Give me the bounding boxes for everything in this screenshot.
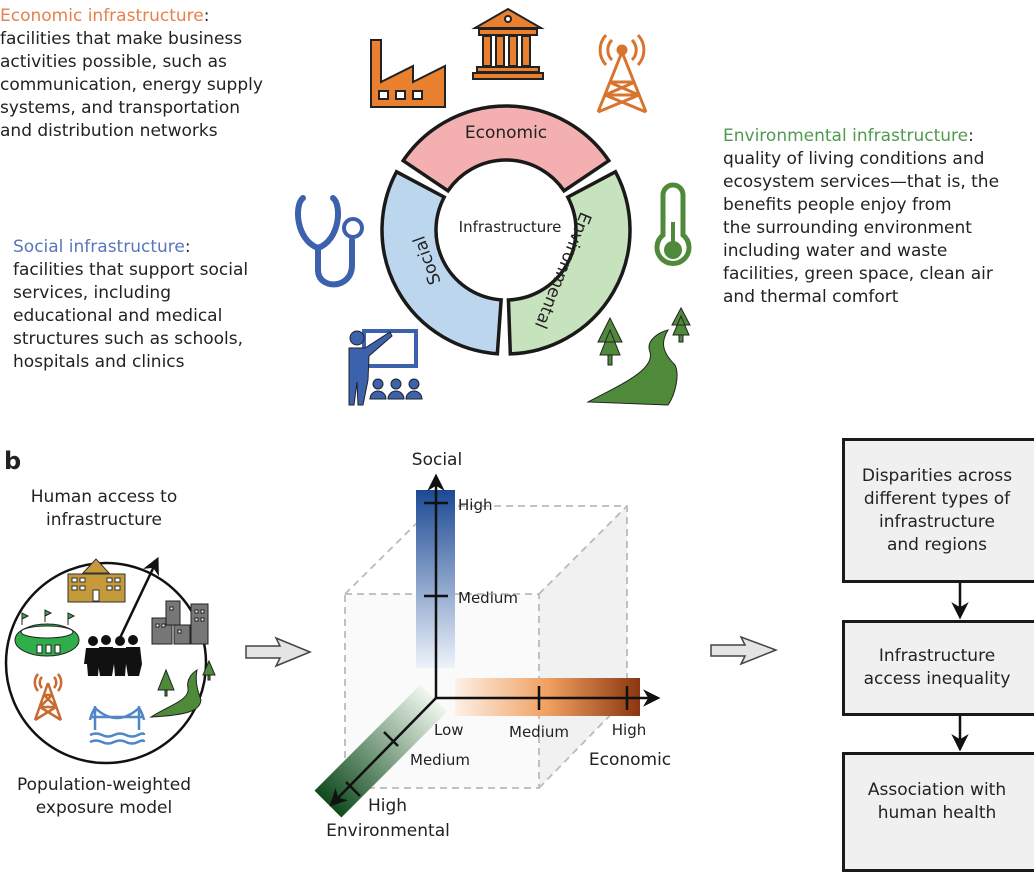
bank-icon [471,7,545,80]
social-title: Social infrastructure [13,237,185,257]
flow-box-health: Association with human health [842,752,1034,872]
environmental-tick-medium: Medium [410,751,470,769]
text-line: facilities that support social [13,260,249,280]
diagram-canvas [4,7,779,818]
environmental-title: Environmental infrastructure [723,126,969,146]
stadium-icon [14,609,80,657]
trees-river-icon [149,659,216,718]
flow-box-disparities: Disparities across different types of in… [842,438,1034,583]
text-line: the surrounding environment [723,218,972,238]
text-line: structures such as schools, [13,329,244,349]
economic-tick-medium: Medium [509,723,569,741]
cube-side-face [539,506,627,788]
flow-box-text: Infrastructure access inequality [863,646,1011,689]
social-tick-medium: Medium [458,589,518,607]
access-cube [314,473,661,818]
text-line: quality of living conditions and [723,149,985,169]
colon: : [968,126,974,146]
thermometer-icon [654,182,692,266]
stethoscope-icon [295,195,364,288]
text-line: Human access to [30,487,178,507]
social-axis-label: Social [411,450,463,470]
bridge-icon [88,706,146,745]
text-line: services, including [13,283,171,303]
text-line: infrastructure [45,510,163,530]
text-line: and distribution networks [0,121,218,141]
colon: : [203,6,210,26]
text-line: communication, energy supply [0,75,263,95]
economic-title: Economic infrastructure [0,6,204,26]
environmental-description: Environmental infrastructure: quality of… [723,125,999,309]
trees-river-icon [586,306,691,406]
radio-tower-icon [596,33,648,114]
text-line: including water and waste [723,241,948,261]
text-line: facilities, green space, clean air [723,264,993,284]
axis-ticks [345,501,629,797]
cube-edges [344,505,628,789]
colon: : [184,237,191,257]
donut-economic-label: Economic [464,123,548,143]
environmental-axis-label: Environmental [326,821,450,841]
access-title: Human access to infrastructure [31,486,177,532]
flow-box-inequality: Infrastructure access inequality [842,620,1034,716]
donut-center-label: Infrastructure [458,218,562,236]
people-icon [84,635,142,676]
flow-arrow-icon [710,635,779,666]
access-arrow [117,556,159,641]
factory-icon [370,39,446,108]
text-line: Population-weighted [16,775,192,795]
text-line: ecosystem services—that is, the [723,172,1000,192]
social-description: Social infrastructure: facilities that s… [13,236,248,374]
environmental-segment [506,169,632,356]
school-icon [67,558,126,603]
text-line: benefits people enjoy from [723,195,952,215]
tower-icon [33,673,63,722]
infrastructure-donut [380,104,632,356]
origin-label: Low [434,721,464,739]
flow-arrow-icon [245,636,312,668]
economic-description: Economic infrastructure: facilities that… [0,5,263,143]
text-line: hospitals and clinics [13,352,185,372]
flow-box-text: Association with human health [867,780,1007,823]
economic-tick-high: High [611,721,647,739]
text-line: and thermal comfort [723,287,899,307]
economic-segment [400,104,612,194]
environmental-tick-high: High [368,796,408,816]
flow-box-text: Disparities across different types of in… [861,465,1013,555]
text-line: systems, and transportation [0,98,241,118]
social-segment [380,169,503,356]
text-line: activities possible, such as [0,52,227,72]
text-line: facilities that make business [0,29,243,49]
panel-b-label: b [4,447,22,475]
text-line: exposure model [35,798,173,818]
teacher-icon [348,329,423,406]
buildings-icon [151,600,209,645]
model-title: Population-weighted exposure model [17,774,191,820]
text-line: educational and medical [13,306,223,326]
economic-axis-label: Economic [588,750,672,770]
social-tick-high: High [458,496,493,514]
